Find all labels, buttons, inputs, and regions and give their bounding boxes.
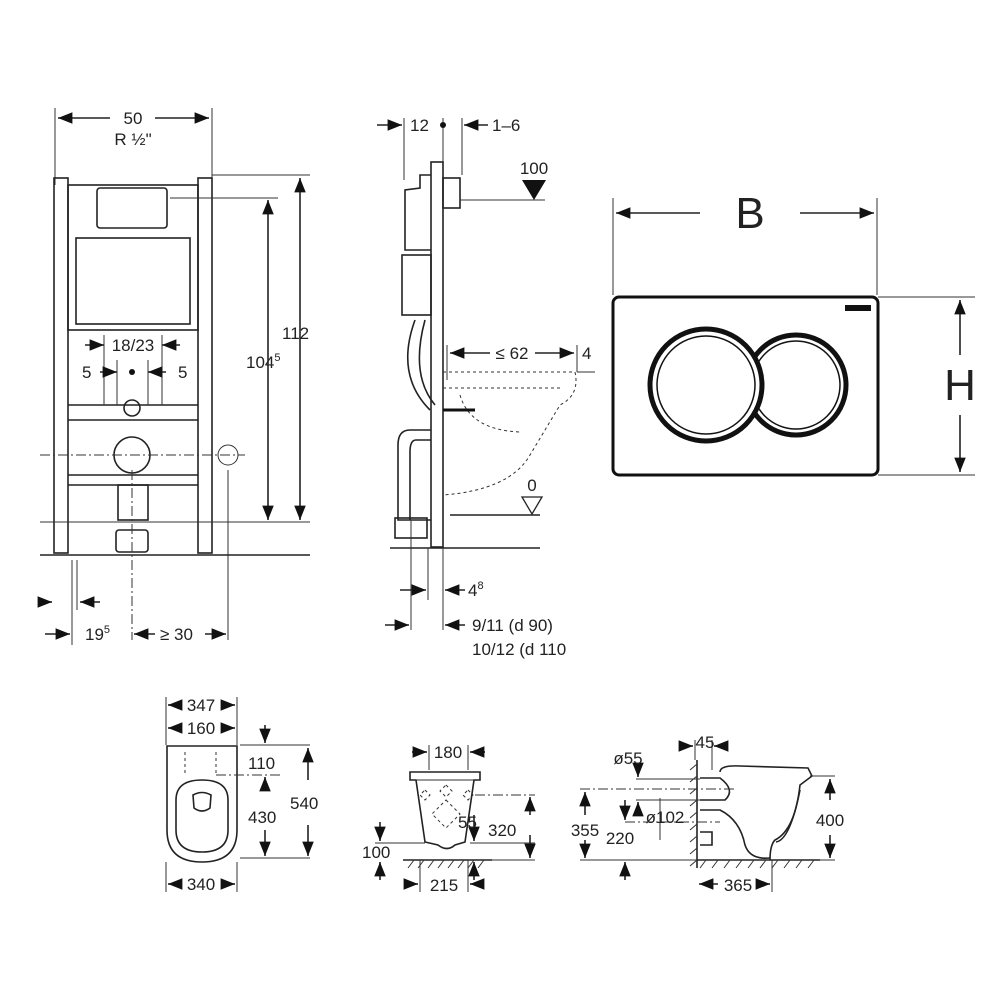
dim-thread: R ½" (114, 130, 151, 149)
flush-plate: B H (611, 189, 976, 477)
dim-wall-gap: 45 (696, 733, 715, 752)
dim-height-total: 112 (282, 324, 309, 343)
dim-adjust: 1–6 (492, 116, 520, 135)
dim-inlet-height: 355 (571, 821, 599, 840)
dim-depth: 365 (724, 876, 752, 895)
dim-hole-offset: 110 (248, 754, 275, 773)
dim-plate-width: B (735, 189, 764, 238)
dim-bottom-left: 195 (85, 624, 110, 644)
dim-plate-height: H (944, 361, 976, 410)
dim-outlet-diameter: ø102 (646, 808, 685, 827)
dim-floor-gap: 100 (362, 843, 390, 862)
frame-side-view: 12 1–6 100 ≤ 62 4 0 48 9/11 (d 90) 10/12… (377, 116, 595, 659)
dim-level-top: 100 (520, 159, 548, 178)
dim-base-width: 215 (430, 876, 458, 895)
dim-height-inner: 1045 (246, 352, 281, 372)
toilet-top-view: 347 160 110 430 540 340 (165, 696, 318, 894)
dim-offset-left: 5 (82, 363, 91, 382)
dim-hole-spacing: 160 (187, 719, 215, 738)
dim-bottom-right: ≥ 30 (160, 625, 193, 644)
dim-level-zero: 0 (527, 476, 536, 495)
toilet-side-view: 45 ø55 ø102 355 220 400 365 (571, 733, 844, 895)
dim-inlet-diameter: ø55 (613, 749, 642, 768)
dim-drain-1: 9/11 (d 90) (472, 616, 553, 635)
dim-spacing: 18/23 (112, 336, 155, 355)
dim-depth: 12 (410, 116, 429, 135)
frame-front-view: 50 R ½" 112 1045 18/23 5 5 195 ≥ 30 (37, 108, 310, 645)
dim-projection: ≤ 62 (496, 344, 529, 363)
dim-inner-length: 430 (248, 808, 276, 827)
dim-total-length: 540 (290, 794, 318, 813)
dim-outer-width: 347 (187, 696, 215, 715)
dim-rim-height: 400 (816, 811, 844, 830)
dim-bottom-width: 340 (187, 875, 215, 894)
dim-outlet-height: 220 (606, 829, 634, 848)
geberit-logo (845, 305, 871, 311)
dim-offset-right: 5 (178, 363, 187, 382)
dim-offset: 48 (468, 580, 484, 600)
dim-frame-width: 50 (124, 109, 143, 128)
dim-fixing-height: 320 (488, 821, 516, 840)
dim-drain-2: 10/12 (d 110 (472, 640, 566, 659)
dim-top-width: 180 (434, 743, 462, 762)
dim-edge: 4 (582, 344, 591, 363)
dim-outlet-height: 55 (458, 813, 477, 832)
toilet-back-view: 180 55 320 100 215 (362, 743, 536, 895)
